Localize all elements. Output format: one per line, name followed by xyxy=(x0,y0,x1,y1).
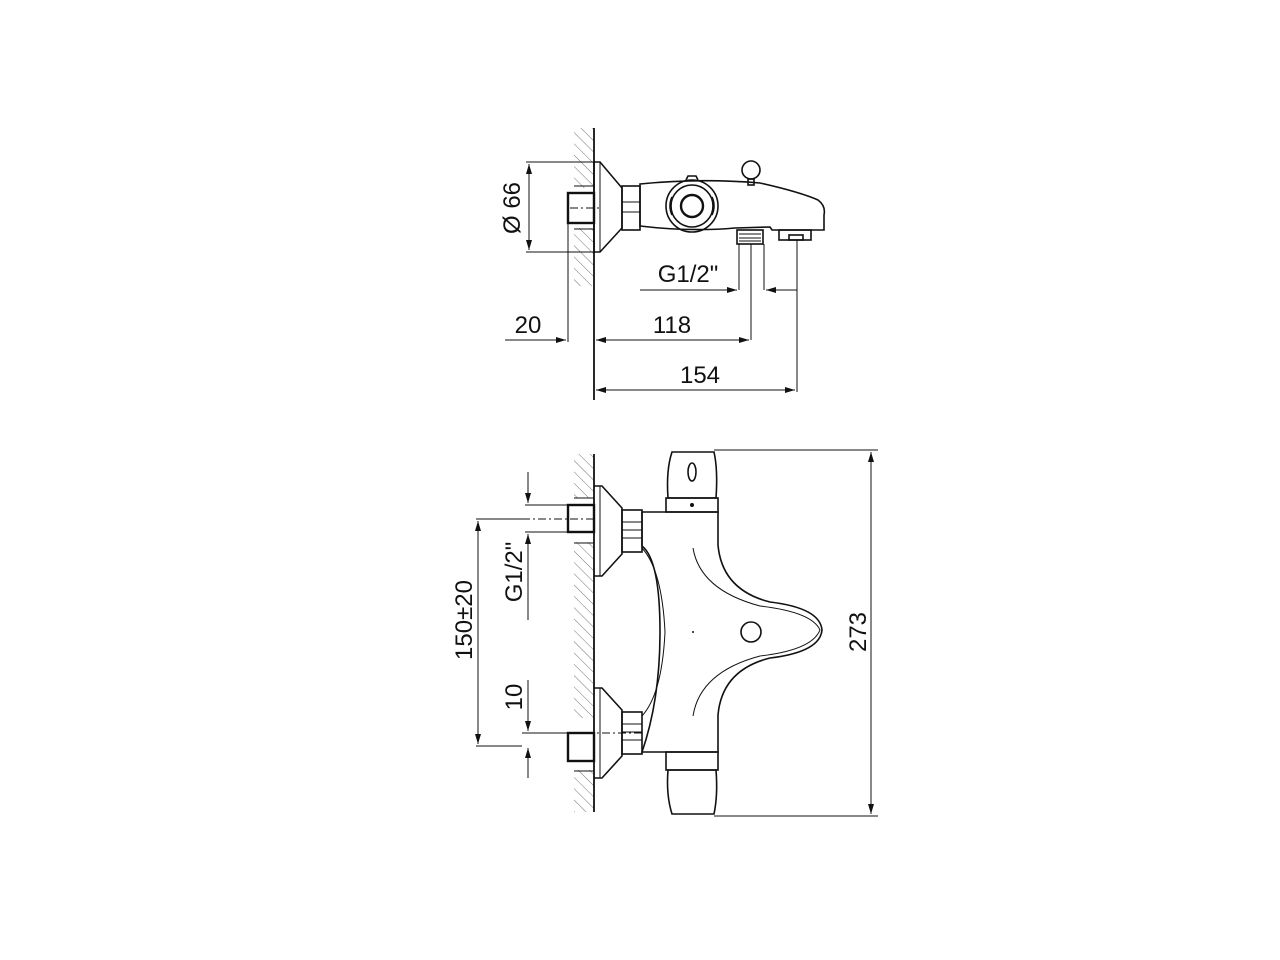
side-view: Ø 66 G1/2" 20 118 154 xyxy=(499,128,826,400)
dimension-row-118: 20 118 xyxy=(505,223,749,343)
diverter-handle-front xyxy=(665,751,719,815)
inlet-pipe-lower xyxy=(522,687,643,779)
diameter-label: Ø 66 xyxy=(499,182,526,234)
thermostat-handle-front xyxy=(665,451,719,513)
dimension-overall-width: 273 xyxy=(714,449,878,817)
dimension-offset: 10 xyxy=(501,680,568,778)
dimension-row-154: 154 xyxy=(596,362,795,393)
mixer-body-side xyxy=(639,179,826,231)
spout-outlet xyxy=(778,229,812,392)
inlet-pipe-upper xyxy=(522,485,643,577)
dimension-centers: 150±20 xyxy=(451,518,522,747)
connection-nut xyxy=(621,185,641,231)
dimension-diameter: Ø 66 xyxy=(499,161,600,253)
dimension-thread-front: G1/2" xyxy=(501,472,568,620)
thread-label-side: G1/2" xyxy=(658,261,719,288)
diverter-knob-side xyxy=(741,160,761,186)
wall-section-top xyxy=(574,128,595,400)
offset-label: 10 xyxy=(501,684,528,711)
spout-hole xyxy=(740,621,762,643)
inlet-pipe xyxy=(566,191,600,225)
mixer-body-front xyxy=(640,511,823,753)
thermostat-knob-side xyxy=(665,175,719,233)
wall-section-bottom xyxy=(574,454,595,812)
escutcheon xyxy=(593,161,623,253)
threaded-outlet xyxy=(736,229,765,340)
overall-depth-label: 154 xyxy=(680,362,720,389)
thread-label-front: G1/2" xyxy=(501,542,528,603)
front-view: 150±20 G1/2" 10 273 xyxy=(451,449,878,817)
centers-label: 150±20 xyxy=(451,580,478,660)
wall-offset-label: 20 xyxy=(515,312,542,339)
spout-outlet-label: 118 xyxy=(653,312,691,339)
overall-width-label: 273 xyxy=(845,612,872,652)
dimension-thread-side: G1/2" xyxy=(640,261,797,293)
